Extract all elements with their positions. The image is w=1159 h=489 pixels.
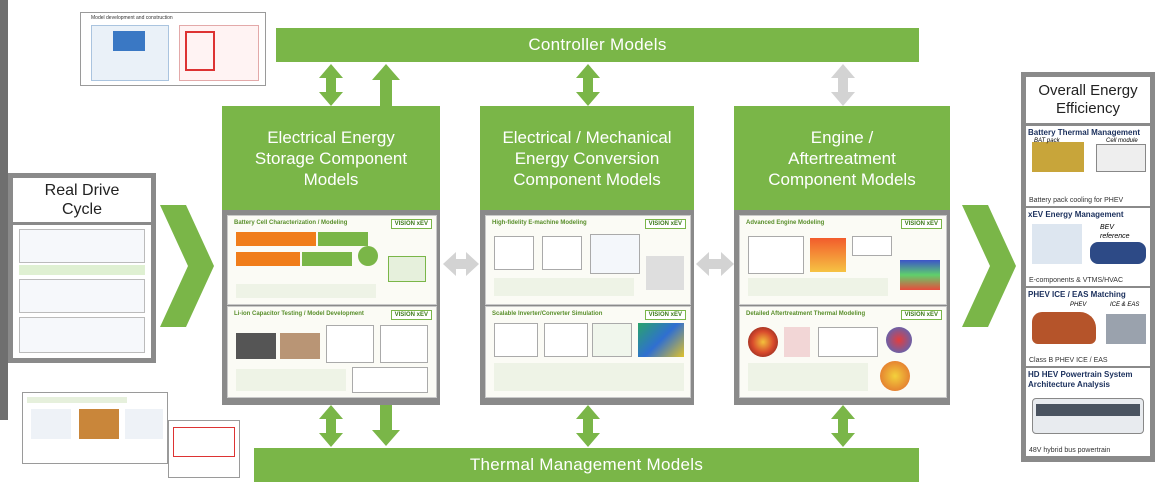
- engine-modeling-slide: Advanced Engine Modeling VISION xEV: [739, 215, 947, 305]
- chevron-right-output: [962, 205, 1016, 327]
- card-caption: Class B PHEV ICE / EAS: [1029, 357, 1108, 364]
- bottom-left-thumbnail-2: [168, 420, 240, 478]
- aftertreatment-slide-title: Detailed Aftertreatment Thermal Modeling: [746, 311, 866, 317]
- vision-logo: VISION xEV: [644, 219, 686, 229]
- e-machine-slide-title: High-fidelity E-machine Modeling: [492, 220, 587, 226]
- card-heading: PHEV ICE / EAS Matching: [1028, 290, 1126, 299]
- controller-models-label: Controller Models: [528, 35, 667, 54]
- card-label: BAT pack: [1034, 138, 1060, 144]
- vision-logo: VISION xEV: [900, 310, 942, 320]
- engine-slide-title: Advanced Engine Modeling: [746, 220, 825, 226]
- card-label: reference: [1100, 233, 1130, 240]
- card-label: ICE & EAS: [1110, 302, 1140, 308]
- engine-column-title: Engine / Aftertreatment Component Models: [768, 127, 916, 189]
- card-label: PHEV: [1070, 302, 1087, 308]
- model-development-label: Model development and construction: [91, 15, 173, 21]
- thermal-management-models-label: Thermal Management Models: [469, 455, 704, 474]
- inverter-slide-title: Scalable Inverter/Converter Simulation: [492, 311, 603, 317]
- vision-logo: VISION xEV: [390, 310, 432, 320]
- arrow-storage-thermal-double: [319, 405, 343, 447]
- card-caption: 48V hybrid bus powertrain: [1029, 447, 1111, 454]
- xev-energy-management-card: xEV Energy Management BEV reference E-co…: [1026, 208, 1150, 286]
- battery-cell-slide-title: Battery Cell Characterization / Modeling: [234, 220, 348, 226]
- storage-column-header: Electrical Energy Storage Component Mode…: [222, 106, 440, 210]
- engine-slides-panel: Advanced Engine Modeling VISION xEV Deta…: [734, 210, 950, 405]
- aftertreatment-slide: Detailed Aftertreatment Thermal Modeling…: [739, 306, 947, 398]
- arrow-storage-thermal-single: [372, 405, 400, 446]
- arrow-storage-controller-single: [372, 64, 400, 106]
- thermal-management-models-bar: Thermal Management Models: [254, 448, 919, 482]
- arrow-conversion-engine-gray: [696, 252, 734, 276]
- card-heading: Battery Thermal Management: [1028, 128, 1141, 137]
- card-label: Cell module: [1106, 138, 1138, 144]
- card-heading: HD HEV Powertrain System Architecture An…: [1028, 370, 1133, 389]
- e-machine-slide: High-fidelity E-machine Modeling VISION …: [485, 215, 691, 305]
- arrow-engine-thermal: [831, 405, 855, 447]
- storage-slides-panel: Battery Cell Characterization / Modeling…: [222, 210, 440, 405]
- conversion-column-header: Electrical / Mechanical Energy Conversio…: [480, 106, 694, 210]
- vision-logo: VISION xEV: [900, 219, 942, 229]
- hd-hev-powertrain-card: HD HEV Powertrain System Architecture An…: [1026, 368, 1150, 456]
- engine-column-header: Engine / Aftertreatment Component Models: [734, 106, 950, 210]
- li-ion-capacitor-slide: Li-ion Capacitor Testing / Model Develop…: [227, 306, 437, 398]
- drive-cycle-charts: [13, 225, 151, 358]
- card-label: BEV: [1100, 224, 1115, 231]
- real-drive-cycle-title: Real Drive Cycle: [44, 182, 120, 218]
- battery-cell-slide: Battery Cell Characterization / Modeling…: [227, 215, 437, 305]
- controller-models-bar: Controller Models: [276, 28, 919, 62]
- arrow-conversion-thermal: [576, 405, 600, 447]
- bottom-left-thumbnail-1: [22, 392, 168, 464]
- phev-ice-eas-matching-card: PHEV ICE / EAS Matching PHEV ICE & EAS C…: [1026, 288, 1150, 366]
- overall-energy-efficiency-title: Overall Energy Efficiency: [1038, 82, 1138, 117]
- conversion-column-title: Electrical / Mechanical Energy Conversio…: [502, 127, 672, 189]
- vision-logo: VISION xEV: [644, 310, 686, 320]
- card-caption: E-components & VTMS/HVAC: [1029, 277, 1124, 284]
- storage-column-title: Electrical Energy Storage Component Mode…: [254, 127, 408, 189]
- arrow-storage-controller-up: [319, 64, 343, 106]
- arrow-engine-controller-gray: [831, 64, 855, 106]
- model-development-thumbnail: Model development and construction: [80, 12, 266, 86]
- card-caption: Battery pack cooling for PHEV: [1029, 197, 1124, 204]
- arrow-conversion-controller: [576, 64, 600, 106]
- chevron-left-input: [160, 205, 214, 327]
- arrow-storage-conversion-gray: [443, 252, 479, 276]
- left-edge-strip: [0, 0, 8, 420]
- battery-thermal-management-card: Battery Thermal Management BAT pack Cell…: [1026, 126, 1150, 206]
- overall-energy-efficiency-panel: Overall Energy Efficiency Battery Therma…: [1021, 72, 1155, 462]
- vision-logo: VISION xEV: [390, 219, 432, 229]
- real-drive-cycle-card: Real Drive Cycle: [8, 173, 156, 363]
- inverter-slide: Scalable Inverter/Converter Simulation V…: [485, 306, 691, 398]
- card-heading: xEV Energy Management: [1028, 210, 1124, 219]
- conversion-slides-panel: High-fidelity E-machine Modeling VISION …: [480, 210, 694, 405]
- li-ion-slide-title: Li-ion Capacitor Testing / Model Develop…: [234, 311, 364, 317]
